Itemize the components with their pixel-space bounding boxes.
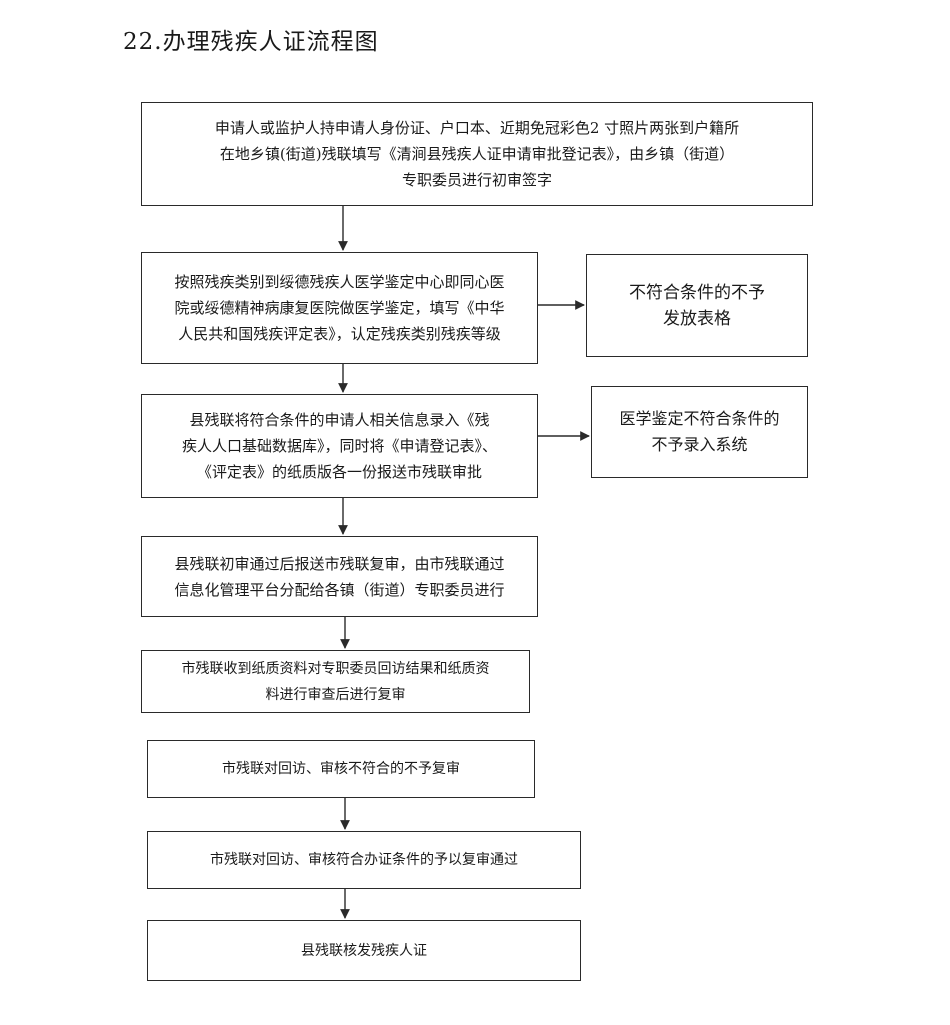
flow-step-city-reject: 市残联对回访、审核不符合的不予复审 <box>147 740 535 798</box>
side-box-not-eligible-system: 医学鉴定不符合条件的 不予录入系统 <box>591 386 808 478</box>
flow-step-county-review: 县残联初审通过后报送市残联复审，由市残联通过 信息化管理平台分配给各镇（街道）专… <box>141 536 538 617</box>
flow-step-city-review: 市残联收到纸质资料对专职委员回访结果和纸质资 料进行审查后进行复审 <box>141 650 530 713</box>
flow-step-application: 申请人或监护人持申请人身份证、户口本、近期免冠彩色2 寸照片两张到户籍所 在地乡… <box>141 102 813 206</box>
flow-step-medical-assessment: 按照残疾类别到绥德残疾人医学鉴定中心即同心医 院或绥德精神病康复医院做医学鉴定，… <box>141 252 538 364</box>
flow-step-data-entry: 县残联将符合条件的申请人相关信息录入《残 疾人人口基础数据库》，同时将《申请登记… <box>141 394 538 498</box>
side-box-text: 医学鉴定不符合条件的 不予录入系统 <box>619 409 780 454</box>
flow-step-issue-certificate: 县残联核发残疾人证 <box>147 920 581 981</box>
side-box-not-eligible-form: 不符合条件的不予 发放表格 <box>586 254 808 357</box>
flow-step-text: 县残联初审通过后报送市残联复审，由市残联通过 信息化管理平台分配给各镇（街道）专… <box>174 554 505 599</box>
side-box-text: 不符合条件的不予 发放表格 <box>629 282 765 329</box>
flow-step-text: 申请人或监护人持申请人身份证、户口本、近期免冠彩色2 寸照片两张到户籍所 在地乡… <box>214 119 740 189</box>
flow-step-text: 市残联收到纸质资料对专职委员回访结果和纸质资 料进行审查后进行复审 <box>181 660 490 703</box>
flow-step-text: 市残联对回访、审核符合办证条件的予以复审通过 <box>210 852 518 868</box>
flow-step-text: 按照残疾类别到绥德残疾人医学鉴定中心即同心医 院或绥德精神病康复医院做医学鉴定，… <box>174 273 505 343</box>
flow-step-city-approve: 市残联对回访、审核符合办证条件的予以复审通过 <box>147 831 581 889</box>
page-title: 22.办理残疾人证流程图 <box>123 29 379 55</box>
flow-step-text: 市残联对回访、审核不符合的不予复审 <box>222 761 460 777</box>
flow-step-text: 县残联将符合条件的申请人相关信息录入《残 疾人人口基础数据库》，同时将《申请登记… <box>181 411 497 481</box>
flow-step-text: 县残联核发残疾人证 <box>301 942 427 959</box>
